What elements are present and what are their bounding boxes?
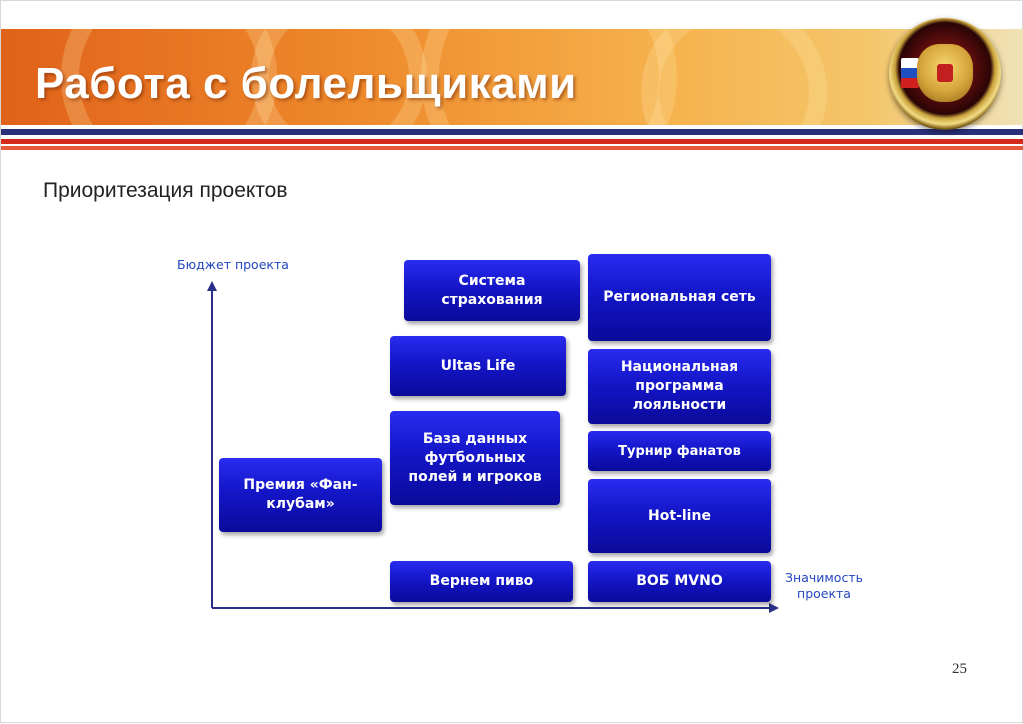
emblem-logo — [889, 18, 1001, 130]
header-stripe-red — [1, 139, 1023, 144]
flag-icon — [901, 58, 919, 88]
box-insurance-system: Система страхования — [404, 260, 580, 321]
page-number: 25 — [952, 661, 967, 677]
box-fan-tournament: Турнир фанатов — [588, 431, 771, 471]
header-stripe-red-2 — [1, 146, 1023, 150]
header-banner — [1, 29, 1023, 125]
x-axis-label: Значимость проекта — [777, 570, 871, 602]
box-hot-line: Hot-line — [588, 479, 771, 553]
box-ultras-life: Ultas Life — [390, 336, 566, 396]
box-regional-network: Региональная сеть — [588, 254, 771, 341]
box-database: База данных футбольных полей и игроков — [390, 411, 560, 505]
header-stripe-white — [1, 135, 1023, 139]
box-fan-club-award: Премия «Фан-клубам» — [219, 458, 382, 532]
y-axis-label: Бюджет проекта — [177, 257, 289, 272]
x-axis-label-line2: проекта — [797, 586, 851, 601]
box-loyalty-program: Национальная программа лояльности — [588, 349, 771, 424]
header-stripe-blue — [1, 129, 1023, 135]
page-subtitle: Приоритезация проектов — [43, 179, 288, 202]
x-axis-label-line1: Значимость — [785, 570, 863, 585]
eagle-icon — [917, 44, 973, 102]
box-vob-mvno: ВОБ MVNO — [588, 561, 771, 602]
box-return-beer: Вернем пиво — [390, 561, 573, 602]
page-title: Работа с болельщиками — [35, 59, 577, 108]
